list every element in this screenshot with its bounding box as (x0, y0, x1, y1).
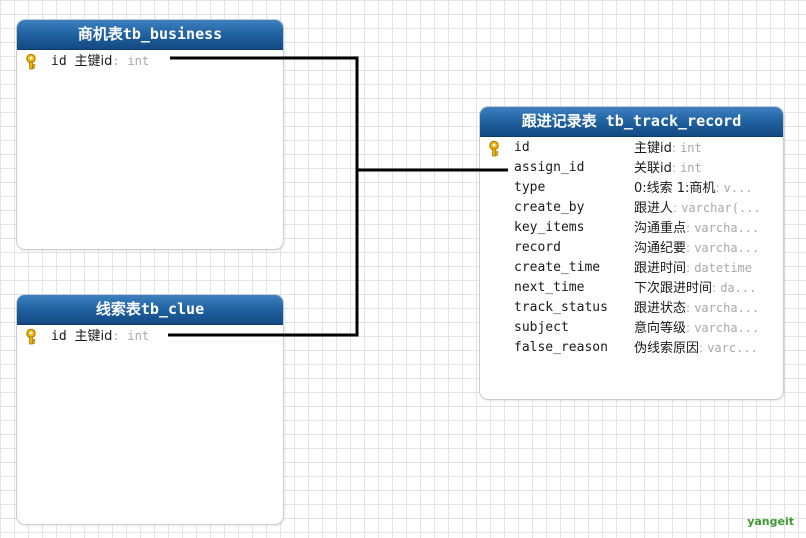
field-comment: 主键id (634, 141, 672, 156)
field-separator: : (686, 301, 691, 315)
field-comment: 主键id (74, 54, 113, 69)
field-separator: : (699, 341, 704, 355)
business-field-row[interactable]: id 主键id: int (17, 51, 283, 71)
field-type: int (127, 329, 150, 343)
field-name: create_time (514, 260, 601, 275)
clue-table-title: 线索表tb_clue (17, 295, 283, 325)
track-field-row[interactable]: id 主键id: int (480, 138, 783, 158)
track-field-row[interactable]: type 0:线索 1:商机: v... (480, 178, 783, 198)
field-name: false_reason (514, 340, 608, 355)
track-record-table-title: 跟进记录表 tb_track_record (480, 107, 783, 137)
field-comment-group: 沟通纪要: varcha... (634, 238, 759, 259)
field-name: create_by (514, 200, 585, 215)
field-type: varcha... (694, 221, 760, 235)
field-comment-group: 0:线索 1:商机: v... (634, 178, 753, 199)
field-name: type (514, 180, 546, 195)
track-field-row[interactable]: false_reason 伪线索原因: varc... (480, 338, 783, 358)
field-comment-group: 跟进人: varchar(... (634, 198, 761, 219)
business-table-title: 商机表tb_business (17, 20, 283, 50)
field-separator: : (686, 241, 691, 255)
field-type: varcha... (694, 301, 760, 315)
field-comment-group: 意向等级: varcha... (634, 318, 759, 339)
field-separator: : (673, 201, 678, 215)
field-comment: 主键id (74, 329, 113, 344)
clue-field-row[interactable]: id 主键id: int (17, 326, 283, 346)
track-field-row[interactable]: assign_id 关联id: int (480, 158, 783, 178)
field-name: record (514, 240, 561, 255)
field-separator: : (712, 281, 717, 295)
field-type: datetime (694, 261, 752, 275)
field-type: int (127, 54, 150, 68)
field-name: key_items (514, 220, 585, 235)
track-field-row[interactable]: create_time 跟进时间: datetime (480, 258, 783, 278)
field-type: varcha... (694, 321, 760, 335)
field-type: v... (723, 181, 753, 195)
field-comment-group: 伪线索原因: varc... (634, 338, 758, 359)
field-comment: 0:线索 1:商机 (634, 181, 716, 196)
field-separator: : (715, 181, 720, 195)
field-type: int (680, 141, 702, 155)
track-field-row[interactable]: track_status 跟进状态: varcha... (480, 298, 783, 318)
field-separator: : (686, 261, 691, 275)
field-type: da... (720, 281, 757, 295)
field-comment: 意向等级 (634, 321, 687, 336)
field-comment-group: 沟通重点: varcha... (634, 218, 759, 239)
field-type: varchar(... (681, 201, 761, 215)
field-name: next_time (514, 280, 585, 295)
field-name: id (51, 329, 67, 344)
field-name: id (514, 140, 530, 155)
field-type: varcha... (694, 241, 760, 255)
track-record-field-list: id 主键id: int assign_id 关联id: int type 0:线索 1:… (480, 137, 783, 358)
field-type: varc... (707, 341, 758, 355)
field-comment: 伪线索原因 (634, 341, 700, 356)
field-separator: : (671, 161, 676, 175)
field-comment: 下次跟进时间 (634, 281, 713, 296)
primary-key-icon (488, 140, 504, 157)
field-name: subject (514, 320, 569, 335)
field-separator: : (686, 221, 691, 235)
field-type: int (680, 161, 702, 175)
field-comment: 关联id (634, 161, 672, 176)
track-field-row[interactable]: create_by 跟进人: varchar(... (480, 198, 783, 218)
field-name: id (51, 54, 67, 69)
field-comment: 跟进时间 (634, 261, 687, 276)
clue-table[interactable]: 线索表tb_clue id 主键id: int (16, 294, 284, 525)
field-comment: 跟进人 (634, 201, 674, 216)
track-field-row[interactable]: record 沟通纪要: varcha... (480, 238, 783, 258)
primary-key-icon (25, 53, 41, 70)
business-table[interactable]: 商机表tb_business id 主键id: int (16, 19, 284, 250)
field-name: assign_id (514, 160, 585, 175)
field-comment: 沟通纪要 (634, 241, 687, 256)
field-comment-group: 主键id: int (634, 138, 702, 159)
field-separator: : (112, 329, 120, 343)
field-comment: 跟进状态 (634, 301, 687, 316)
track-field-row[interactable]: subject 意向等级: varcha... (480, 318, 783, 338)
field-comment-group: 关联id: int (634, 158, 702, 179)
track-field-row[interactable]: next_time 下次跟进时间: da... (480, 278, 783, 298)
watermark-logo: yangeit (747, 515, 794, 528)
primary-key-icon (25, 328, 41, 345)
field-name: track_status (514, 300, 608, 315)
field-comment-group: 跟进状态: varcha... (634, 298, 759, 319)
field-separator: : (112, 54, 120, 68)
field-comment: 沟通重点 (634, 221, 687, 236)
field-separator: : (686, 321, 691, 335)
track-field-row[interactable]: key_items 沟通重点: varcha... (480, 218, 783, 238)
field-comment-group: 跟进时间: datetime (634, 258, 752, 279)
field-separator: : (671, 141, 676, 155)
field-comment-group: 下次跟进时间: da... (634, 278, 756, 299)
